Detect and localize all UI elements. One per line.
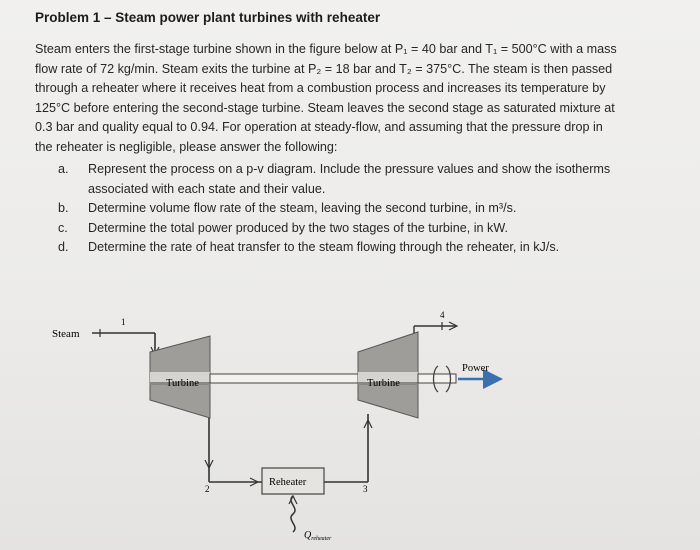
statement-line: through a reheater where it receives hea… [35, 81, 606, 95]
state-4-label: 4 [440, 310, 445, 320]
statement-line: flow rate of 72 kg/min. Steam exits the … [35, 61, 613, 76]
question-text: Determine the total power produced by th… [88, 220, 509, 235]
power-label: Power [462, 363, 489, 374]
question-text: associated with each state and their val… [88, 181, 326, 196]
steam-inlet [92, 329, 160, 357]
question-item-d: d. Determine the rate of heat transfer t… [58, 238, 678, 258]
q-reheater-label: Qreheater [304, 530, 332, 542]
output-shaft [417, 365, 457, 393]
steam-label: Steam [52, 328, 80, 340]
question-letter: a. [58, 162, 69, 176]
reheater [261, 467, 325, 495]
question-text: Represent the process on a p-v diagram. … [88, 162, 611, 176]
question-text: Determine volume flow rate of the steam,… [88, 201, 517, 215]
statement-line: the reheater is negligible, please answe… [35, 139, 338, 154]
turbine-1-label: Turbine [166, 378, 199, 389]
state-3-line [324, 414, 373, 483]
problem-title: Problem 1 – Steam power plant turbines w… [35, 10, 381, 25]
statement-line: 125°C before entering the second-stage t… [35, 100, 615, 115]
statement-line: 0.3 bar and quality equal to 0.94. For o… [35, 120, 603, 134]
question-letter: d. [58, 240, 69, 254]
question-item-c: c. Determine the total power produced by… [58, 219, 678, 239]
state-1-label: 1 [121, 317, 126, 327]
state-2-label: 2 [205, 484, 210, 494]
state-4-exit [413, 321, 459, 333]
question-item-a: a. Represent the process on a p-v diagra… [58, 160, 678, 199]
question-letter: b. [58, 201, 69, 215]
problem-statement: Steam enters the first-stage turbine sho… [35, 40, 675, 157]
question-item-b: b. Determine volume flow rate of the ste… [58, 199, 678, 219]
heat-input-squiggle-icon [288, 494, 298, 533]
question-letter: c. [58, 220, 68, 235]
reheater-label: Reheater [269, 477, 307, 488]
turbine-2-label: Turbine [367, 378, 400, 389]
turbine-2 [357, 331, 419, 419]
state-3-label: 3 [363, 484, 368, 494]
question-list: a. Represent the process on a p-v diagra… [58, 160, 678, 258]
turbine-shaft [209, 373, 359, 384]
question-text: Determine the rate of heat transfer to t… [88, 240, 560, 254]
turbine-reheater-diagram: Steam 1 Turbine Turbine Pow [52, 310, 503, 542]
state-2-line [204, 418, 262, 487]
turbine-1 [149, 335, 211, 419]
statement-line: Steam enters the first-stage turbine sho… [35, 42, 617, 56]
